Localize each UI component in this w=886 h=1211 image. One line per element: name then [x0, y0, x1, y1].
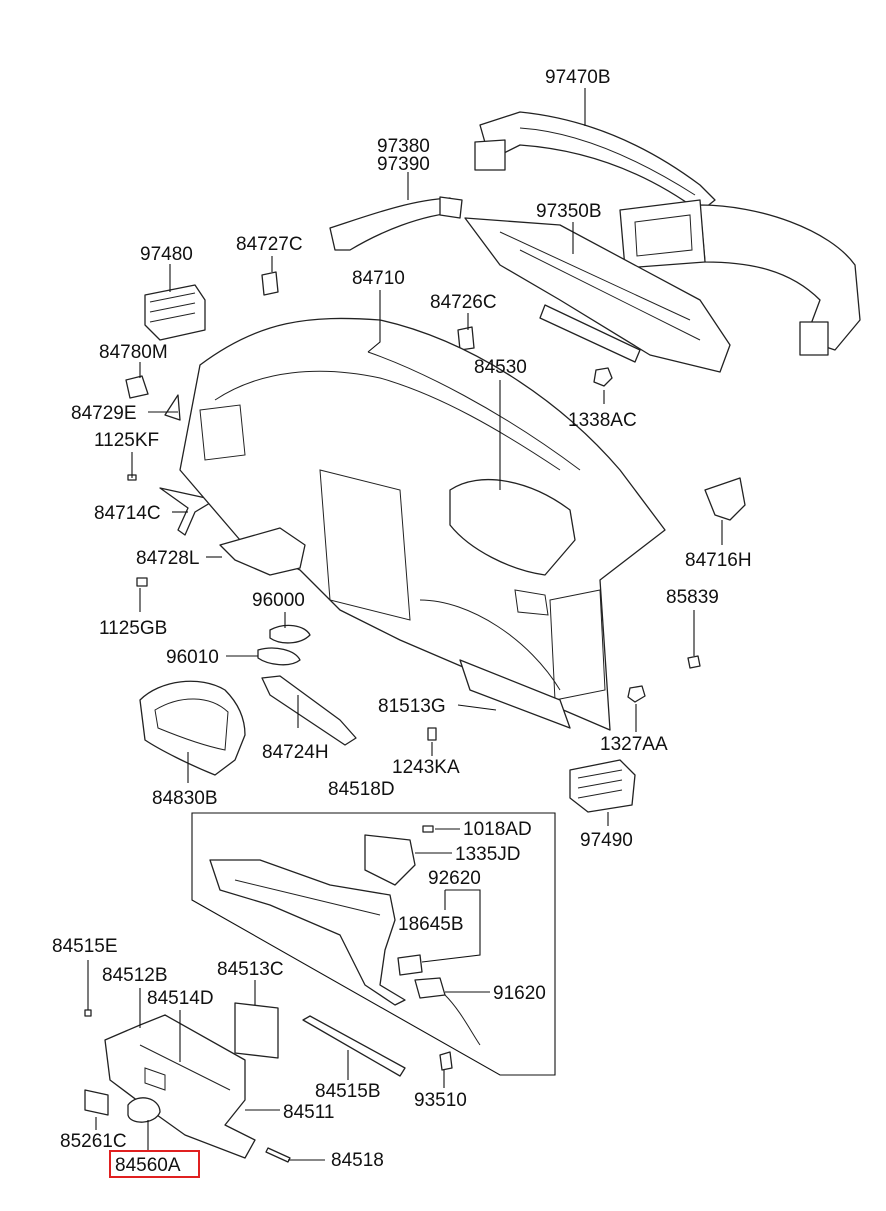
label-84724H: 84724H: [262, 742, 329, 763]
clip-84727c-drawing: [261, 271, 279, 296]
label-84518: 84518: [331, 1150, 384, 1171]
bracket-84724h-drawing: [261, 675, 357, 746]
label-84512B: 84512B: [102, 965, 168, 986]
duct-97380-drawing: [329, 196, 463, 251]
label-84710: 84710: [352, 268, 405, 289]
label-97350B: 97350B: [536, 201, 602, 222]
label-84830B: 84830B: [152, 788, 218, 809]
screw-84515e-drawing: [84, 1009, 92, 1017]
label-1243KA: 1243KA: [392, 757, 460, 778]
bracket-81513g-drawing: [459, 659, 571, 729]
clip-84726c-drawing: [457, 326, 475, 351]
group-box-84518d: [191, 812, 556, 1076]
label-96010: 96010: [166, 647, 219, 668]
label-84560A: 84560A: [115, 1155, 181, 1176]
label-92620: 92620: [428, 868, 481, 889]
leader-lines: [87, 88, 723, 1161]
cluster-fascia-84830b-drawing: [139, 680, 246, 776]
part-labels: 97470B 97380 97390 97350B 97480 84727C 8…: [52, 67, 752, 1176]
crash-pad-84710-drawing: [179, 317, 666, 731]
label-84515E: 84515E: [52, 936, 118, 957]
strip-84515b-drawing: [302, 1015, 406, 1077]
nut-1338ac-drawing: [593, 367, 613, 387]
clip-93510-drawing: [439, 1051, 453, 1071]
bracket-84728l-drawing: [219, 527, 306, 576]
label-84513c-drawing: [234, 1002, 279, 1059]
duct-97470b-drawing: [474, 111, 861, 356]
label-1327AA: 1327AA: [600, 734, 668, 755]
label-1335JD: 1335JD: [455, 844, 521, 865]
screw-1018ad-drawing: [422, 825, 434, 833]
label-85839: 85839: [666, 587, 719, 608]
label-84513C: 84513C: [217, 959, 284, 980]
label-1125KF: 1125KF: [94, 430, 159, 451]
vent-97480-drawing: [144, 284, 206, 341]
label-97490: 97490: [580, 830, 633, 851]
bracket-84716h-drawing: [704, 477, 746, 521]
label-84515B: 84515B: [315, 1081, 381, 1102]
bracket-84780m-drawing: [125, 375, 149, 399]
label-93510: 93510: [414, 1090, 467, 1111]
screw-84518-drawing: [265, 1147, 291, 1163]
highlight-box-84560a: [109, 1150, 200, 1178]
label-81513G: 81513G: [378, 696, 446, 717]
label-85261C: 85261C: [60, 1131, 127, 1152]
screw-1243ka-drawing: [427, 727, 437, 741]
sensor-96000-drawing: [269, 624, 311, 644]
wire-91620-drawing: [444, 994, 481, 1046]
label-84714C: 84714C: [94, 503, 161, 524]
glove-box-housing-84518d-drawing: [209, 834, 416, 1006]
label-97480: 97480: [140, 244, 193, 265]
lamp-91620-drawing: [414, 977, 446, 999]
label-84716H: 84716H: [685, 550, 752, 571]
label-84780M: 84780M: [99, 342, 168, 363]
clip-85839-drawing: [687, 655, 701, 669]
nut-1327aa-drawing: [627, 685, 646, 703]
vent-97490-drawing: [569, 759, 636, 813]
lock-84560a-drawing: [127, 1097, 161, 1123]
label-84726C: 84726C: [430, 292, 497, 313]
screw-1125gb-drawing: [136, 577, 148, 587]
label-84514D: 84514D: [147, 988, 214, 1009]
label-96000: 96000: [252, 590, 305, 611]
label-84511: 84511: [283, 1102, 334, 1123]
label-84518D: 84518D: [328, 779, 395, 800]
label-97470B: 97470B: [545, 67, 611, 88]
label-84530: 84530: [474, 357, 527, 378]
label-91620: 91620: [493, 983, 546, 1004]
label-1338AC: 1338AC: [568, 410, 637, 431]
label-84729E: 84729E: [71, 403, 137, 424]
label-85261c-drawing: [84, 1089, 109, 1116]
label-84728L: 84728L: [136, 548, 199, 569]
label-1018AD: 1018AD: [463, 819, 532, 840]
label-97390: 97390: [377, 154, 430, 175]
label-1125GB: 1125GB: [99, 618, 167, 639]
label-18645B: 18645B: [398, 914, 464, 935]
clip-84729e-drawing: [164, 394, 181, 421]
label-97380: 97380: [377, 136, 430, 157]
switch-18645b-drawing: [397, 954, 423, 976]
label-84727C: 84727C: [236, 234, 303, 255]
sensor-96010-drawing: [257, 647, 301, 666]
duct-97350b-drawing: [464, 217, 731, 373]
